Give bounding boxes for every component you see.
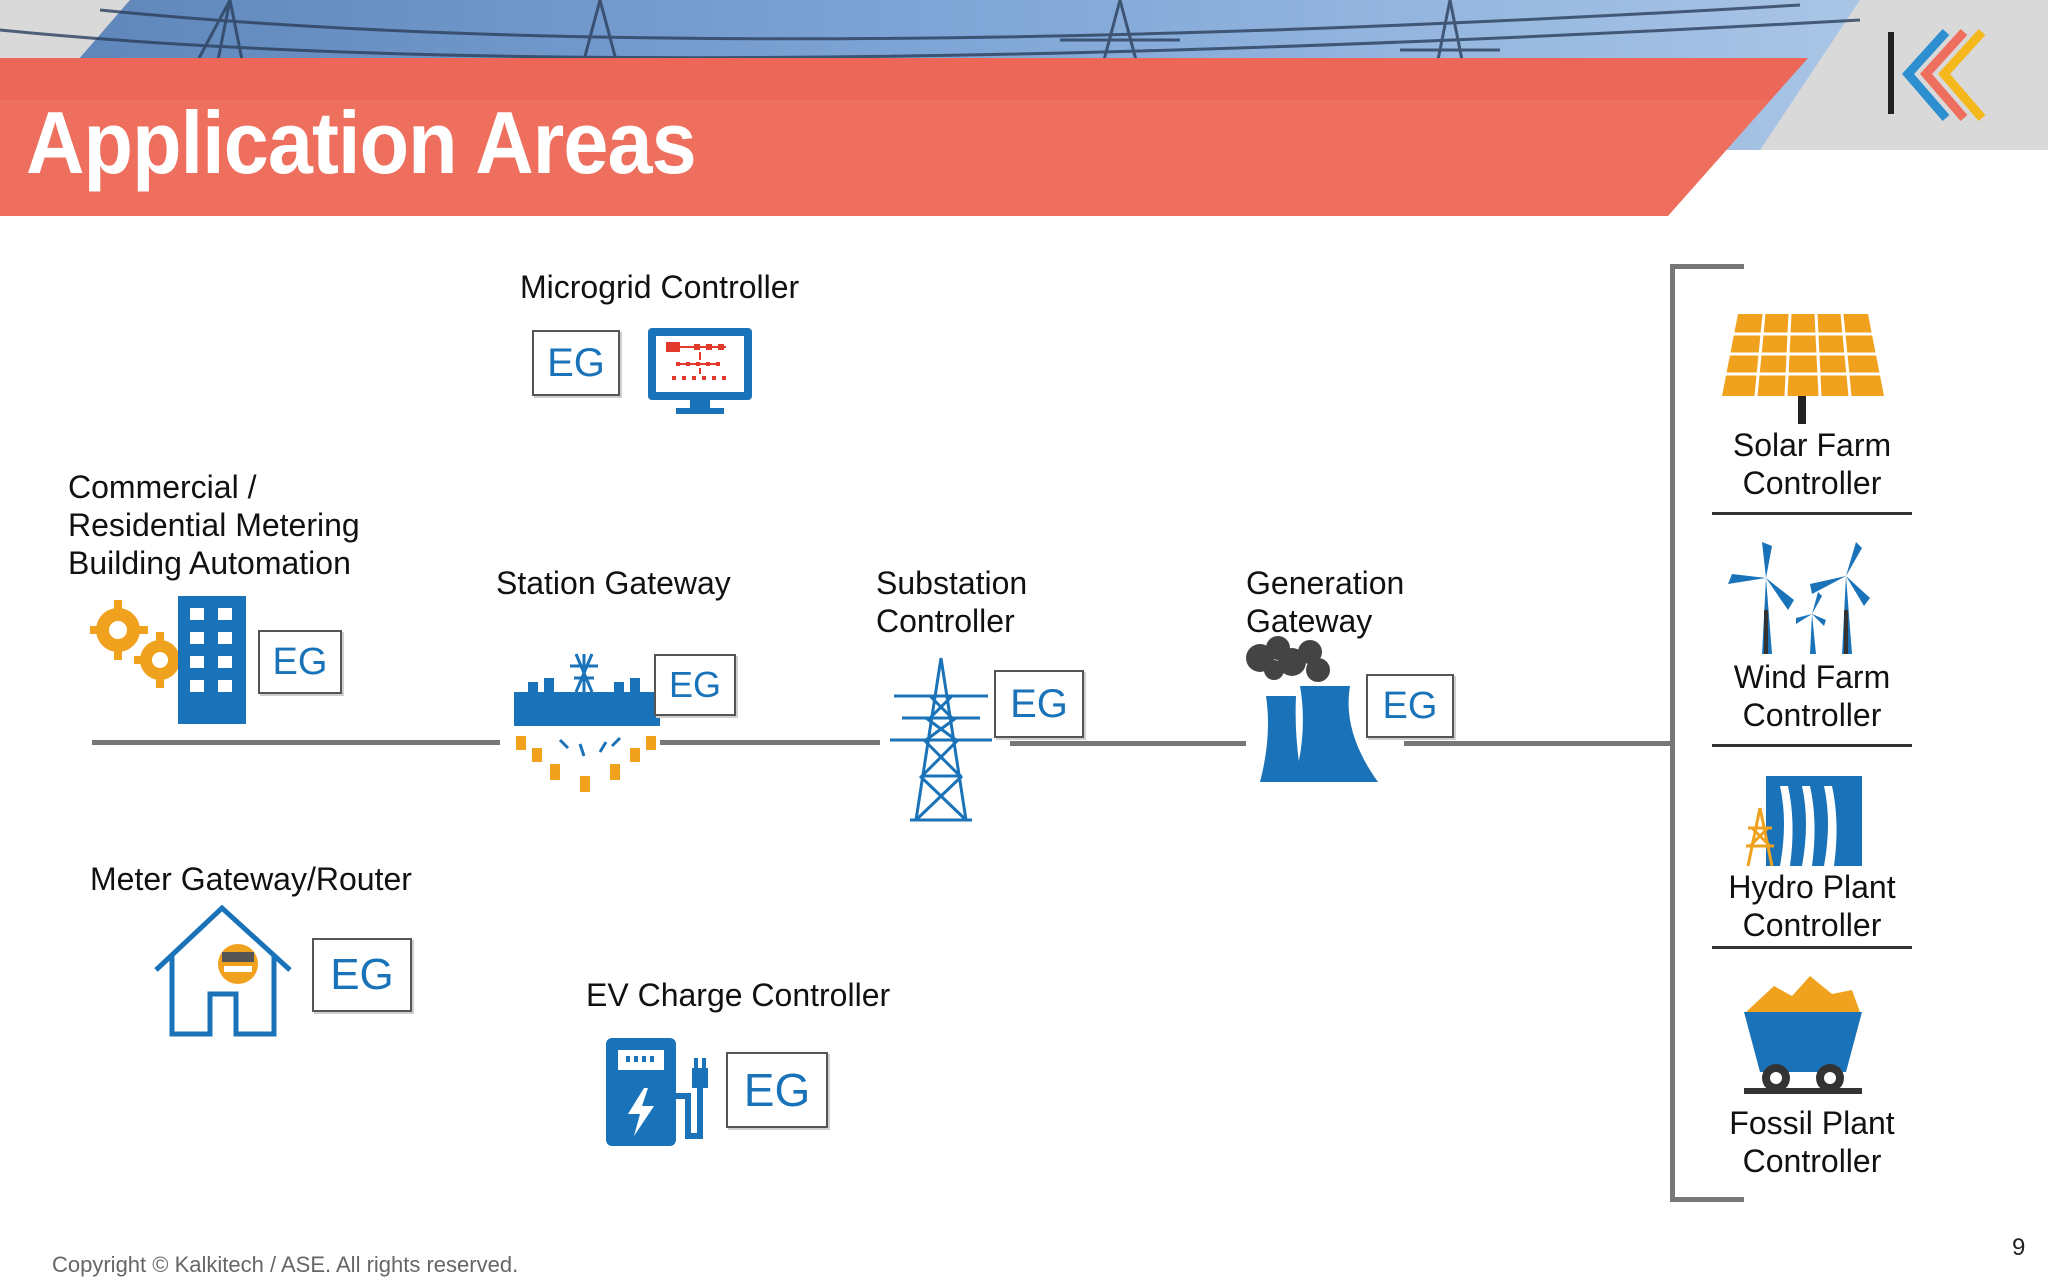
plant-divider xyxy=(1712,512,1912,515)
plant-label-line: Controller xyxy=(1742,465,1882,501)
eg-badge: EG xyxy=(654,654,736,716)
connection-line xyxy=(1010,741,1246,746)
eg-badge: EG xyxy=(312,938,412,1012)
eg-badge: EG xyxy=(532,330,620,396)
connection-line xyxy=(1404,741,1670,746)
eg-badge: EG xyxy=(258,630,342,694)
plant-divider xyxy=(1712,744,1912,747)
substation-controller-label: Substation Controller xyxy=(876,564,1027,640)
eg-badge: EG xyxy=(994,670,1084,738)
substation-label-line: Substation xyxy=(876,565,1028,601)
connection-line xyxy=(92,740,500,745)
page-number: 9 xyxy=(2012,1234,2026,1261)
plant-label-wind: Wind Farm Controller xyxy=(1712,658,1912,734)
station-gateway-label: Station Gateway xyxy=(496,565,731,601)
coal-cart-icon xyxy=(1744,976,1862,1094)
slide-title: Application Areas xyxy=(26,93,697,192)
plant-bracket xyxy=(1670,264,1744,1202)
monitor-icon xyxy=(648,328,752,414)
power-plant-icon xyxy=(1246,636,1378,782)
plant-label-hydro: Hydro Plant Controller xyxy=(1712,868,1912,944)
hydro-dam-icon xyxy=(1746,776,1862,867)
kalkitech-logo-icon xyxy=(1888,28,1986,121)
generation-label-line: Generation xyxy=(1246,565,1405,601)
commercial-label-line: Residential Metering xyxy=(68,507,360,543)
generation-label-line: Gateway xyxy=(1246,603,1373,639)
substation-label-line: Controller xyxy=(876,603,1015,639)
plant-divider xyxy=(1712,946,1912,949)
commercial-metering-label: Commercial / Residential Metering Buildi… xyxy=(68,468,360,582)
microgrid-controller-label: Microgrid Controller xyxy=(520,269,800,305)
copyright-footer: Copyright © Kalkitech / ASE. All rights … xyxy=(52,1252,519,1277)
plant-label-line: Fossil Plant xyxy=(1729,1105,1895,1141)
plant-label-line: Solar Farm xyxy=(1732,427,1892,463)
header-banner xyxy=(0,0,2048,216)
connection-line xyxy=(660,740,880,745)
eg-badge: EG xyxy=(1366,674,1454,738)
plant-label-line: Controller xyxy=(1742,907,1882,943)
station-icon xyxy=(514,653,660,792)
solar-panel-icon xyxy=(1722,313,1884,424)
generation-gateway-label: Generation Gateway xyxy=(1246,564,1404,640)
plant-label-line: Controller xyxy=(1742,1143,1882,1179)
house-meter-icon xyxy=(154,904,292,1037)
plant-label-line: Hydro Plant xyxy=(1728,869,1896,905)
commercial-label-line: Building Automation xyxy=(68,545,351,581)
meter-gateway-label: Meter Gateway/Router xyxy=(90,861,412,897)
ev-charger-icon xyxy=(606,1038,708,1146)
ev-charge-controller-label: EV Charge Controller xyxy=(586,977,891,1013)
plant-label-line: Wind Farm xyxy=(1733,659,1891,695)
plant-label-fossil: Fossil Plant Controller xyxy=(1712,1104,1912,1180)
wind-turbine-icon xyxy=(1728,542,1870,654)
transmission-tower-icon xyxy=(890,657,992,822)
gear-building-icon xyxy=(90,596,246,724)
plant-label-line: Controller xyxy=(1742,697,1882,733)
plant-label-solar: Solar Farm Controller xyxy=(1712,426,1912,502)
eg-badge: EG xyxy=(726,1052,828,1128)
commercial-label-line: Commercial / xyxy=(68,469,257,505)
